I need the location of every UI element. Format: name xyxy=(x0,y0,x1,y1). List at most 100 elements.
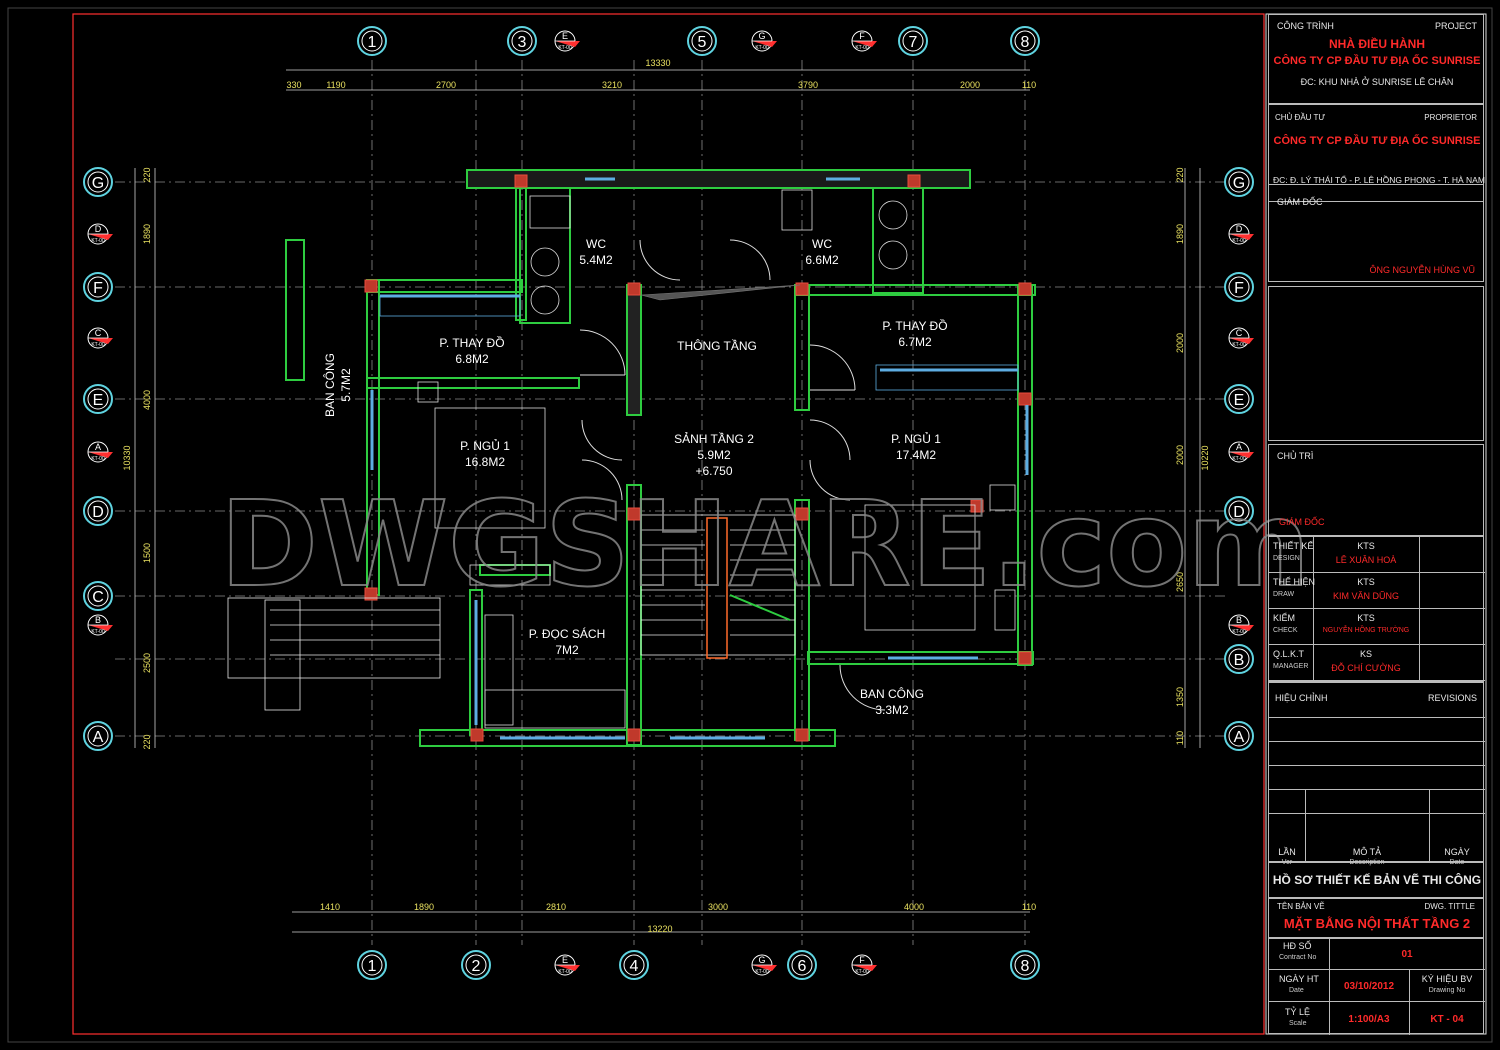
svg-text:P. NGỦ 1: P. NGỦ 1 xyxy=(891,431,941,446)
dwg-label-en: DWG. TITTLE xyxy=(1424,902,1475,911)
set-title: HỒ SƠ THIẾT KẾ BẢN VẼ THI CÔNG xyxy=(1272,873,1482,887)
dim-top-1: 1190 xyxy=(326,80,345,90)
dim-right-total: 10220 xyxy=(1200,445,1210,470)
sheet-border-red xyxy=(72,13,1265,1035)
svg-text:D: D xyxy=(95,224,102,234)
svg-text:6.7M2: 6.7M2 xyxy=(898,335,932,349)
room-0: WC5.4M2 xyxy=(579,237,613,267)
contract-label-en: Contract No xyxy=(1279,954,1317,961)
director-name: ÔNG NGUYỄN HÙNG VŨ xyxy=(1369,265,1475,275)
doors xyxy=(579,239,886,711)
dim-left-0: 220 xyxy=(142,167,152,182)
axis-bubble-5-top-3: 5 xyxy=(687,26,717,56)
section-marker-f-top-5: FKT-00 xyxy=(851,30,877,52)
chair-panel: CHỦ TRÌ GIÁM ĐỐC xyxy=(1268,444,1484,536)
svg-text:BAN CÔNG: BAN CÔNG xyxy=(322,353,337,417)
svg-text:5.7M2: 5.7M2 xyxy=(339,368,353,402)
room-7: SẢNH TẦNG 25.9M2+6.750 xyxy=(674,431,754,478)
columns xyxy=(364,174,1032,742)
staff-role-en: DESIGN xyxy=(1273,555,1300,562)
svg-text:KT-00: KT-00 xyxy=(855,45,869,51)
svg-text:KT-00: KT-00 xyxy=(91,238,105,244)
svg-text:F: F xyxy=(859,955,865,965)
svg-text:D: D xyxy=(1233,504,1245,521)
svg-text:SẢNH TẦNG 2: SẢNH TẦNG 2 xyxy=(674,431,754,446)
dim-top-2: 2700 xyxy=(436,80,456,90)
dwg-title: MẶT BẰNG NỘI THẤT TẦNG 2 xyxy=(1283,916,1471,931)
owner-name: CÔNG TY CP ĐẦU TƯ ĐỊA ỐC SUNRISE xyxy=(1273,135,1481,147)
axis-bubble-d-left-6: D xyxy=(83,496,113,526)
drawing-no-label-en: Drawing No xyxy=(1428,987,1466,994)
dim-right-1: 1890 xyxy=(1175,224,1185,244)
section-marker-c-right-3: CKT-00 xyxy=(1228,327,1254,349)
meta-panel: HĐ SỐ Contract No 01 NGÀY HT Date 03/10/… xyxy=(1268,938,1485,1035)
outer-frame xyxy=(7,7,1493,1043)
revisions-label-en: REVISIONS xyxy=(1427,693,1477,703)
section-marker-d-right-1: DKT-00 xyxy=(1228,223,1254,245)
svg-text:WC: WC xyxy=(812,237,832,251)
svg-text:KT-00: KT-00 xyxy=(91,456,105,462)
staff-role: Q.L.K.T xyxy=(1273,649,1305,659)
svg-text:B: B xyxy=(1234,652,1245,669)
staff-title: KTS xyxy=(1357,613,1375,623)
axis-bubble-1-top-0: 1 xyxy=(357,26,387,56)
section-marker-b-left-8: BKT-00 xyxy=(87,614,113,636)
dimension-lines xyxy=(134,69,1201,933)
svg-text:6.8M2: 6.8M2 xyxy=(455,352,489,366)
contract-label: HĐ SỐ xyxy=(1283,941,1312,951)
axis-bubble-7-top-6: 7 xyxy=(898,26,928,56)
axis-bubble-f-left-2: F xyxy=(83,272,113,302)
svg-text:F: F xyxy=(93,280,103,297)
dim-right-0: 220 xyxy=(1175,167,1185,182)
project-label: CÔNG TRÌNH xyxy=(1277,21,1334,31)
set-title-panel: HỒ SƠ THIẾT KẾ BẢN VẼ THI CÔNG xyxy=(1268,862,1484,898)
scale-label-en: Scale xyxy=(1289,1020,1307,1027)
dim-bottom-2: 2810 xyxy=(546,902,566,912)
axis-bubble-3-top-1: 3 xyxy=(507,26,537,56)
svg-text:A: A xyxy=(95,442,101,452)
svg-text:KT-00: KT-00 xyxy=(755,45,769,51)
dim-top-total: 13330 xyxy=(645,58,670,68)
dim-left-1: 1890 xyxy=(142,224,152,244)
svg-text:WC: WC xyxy=(586,237,606,251)
svg-text:F: F xyxy=(1234,280,1244,297)
section-marker-g-top-4: GKT-00 xyxy=(751,30,777,52)
staff-role-en: CHECK xyxy=(1273,627,1298,634)
contract-no: 01 xyxy=(1401,949,1413,960)
svg-text:P. THAY ĐỒ: P. THAY ĐỒ xyxy=(882,318,947,333)
svg-text:G: G xyxy=(758,955,765,965)
furniture xyxy=(379,189,1019,729)
section-marker-e-top-2: E KT-00 xyxy=(554,30,580,52)
svg-text:KT-00: KT-00 xyxy=(558,45,572,51)
owner-panel: CHỦ ĐẦU TƯ PROPRIETOR CÔNG TY CP ĐẦU TƯ … xyxy=(1268,104,1485,202)
dwg-label: TÊN BẢN VẼ xyxy=(1277,902,1325,911)
drawing-no-label: KÝ HIỆU BV xyxy=(1421,974,1473,984)
staff-name: ĐỖ CHÍ CƯỜNG xyxy=(1331,663,1401,673)
svg-text:E: E xyxy=(93,392,104,409)
dim-right-5: 1350 xyxy=(1175,687,1185,707)
svg-text:D: D xyxy=(92,504,104,521)
svg-text:6.6M2: 6.6M2 xyxy=(805,253,839,267)
svg-text:C: C xyxy=(92,589,104,606)
dwg-title-panel: TÊN BẢN VẼ DWG. TITTLE MẶT BẰNG NỘI THẤT… xyxy=(1268,898,1484,938)
section-marker-a-left-5: A KT-00 xyxy=(87,441,113,463)
svg-text:E: E xyxy=(562,31,568,41)
svg-text:E: E xyxy=(562,955,568,965)
axis-bubble-4-bottom-3: 4 xyxy=(619,950,649,980)
svg-text:A: A xyxy=(93,729,104,746)
svg-text:KT-00: KT-00 xyxy=(91,629,105,635)
owner-address: ĐC: Đ. LÝ THÁI TỔ - P. LÊ HỒNG PHONG - T… xyxy=(1273,175,1485,185)
rev-col-label: MÔ TẢ xyxy=(1352,847,1382,857)
dim-bottom-3: 3000 xyxy=(708,902,728,912)
svg-text:3.3M2: 3.3M2 xyxy=(875,703,909,717)
dim-bottom-total: 13220 xyxy=(647,924,672,934)
axis-bubble-f-right-2: F xyxy=(1224,272,1254,302)
